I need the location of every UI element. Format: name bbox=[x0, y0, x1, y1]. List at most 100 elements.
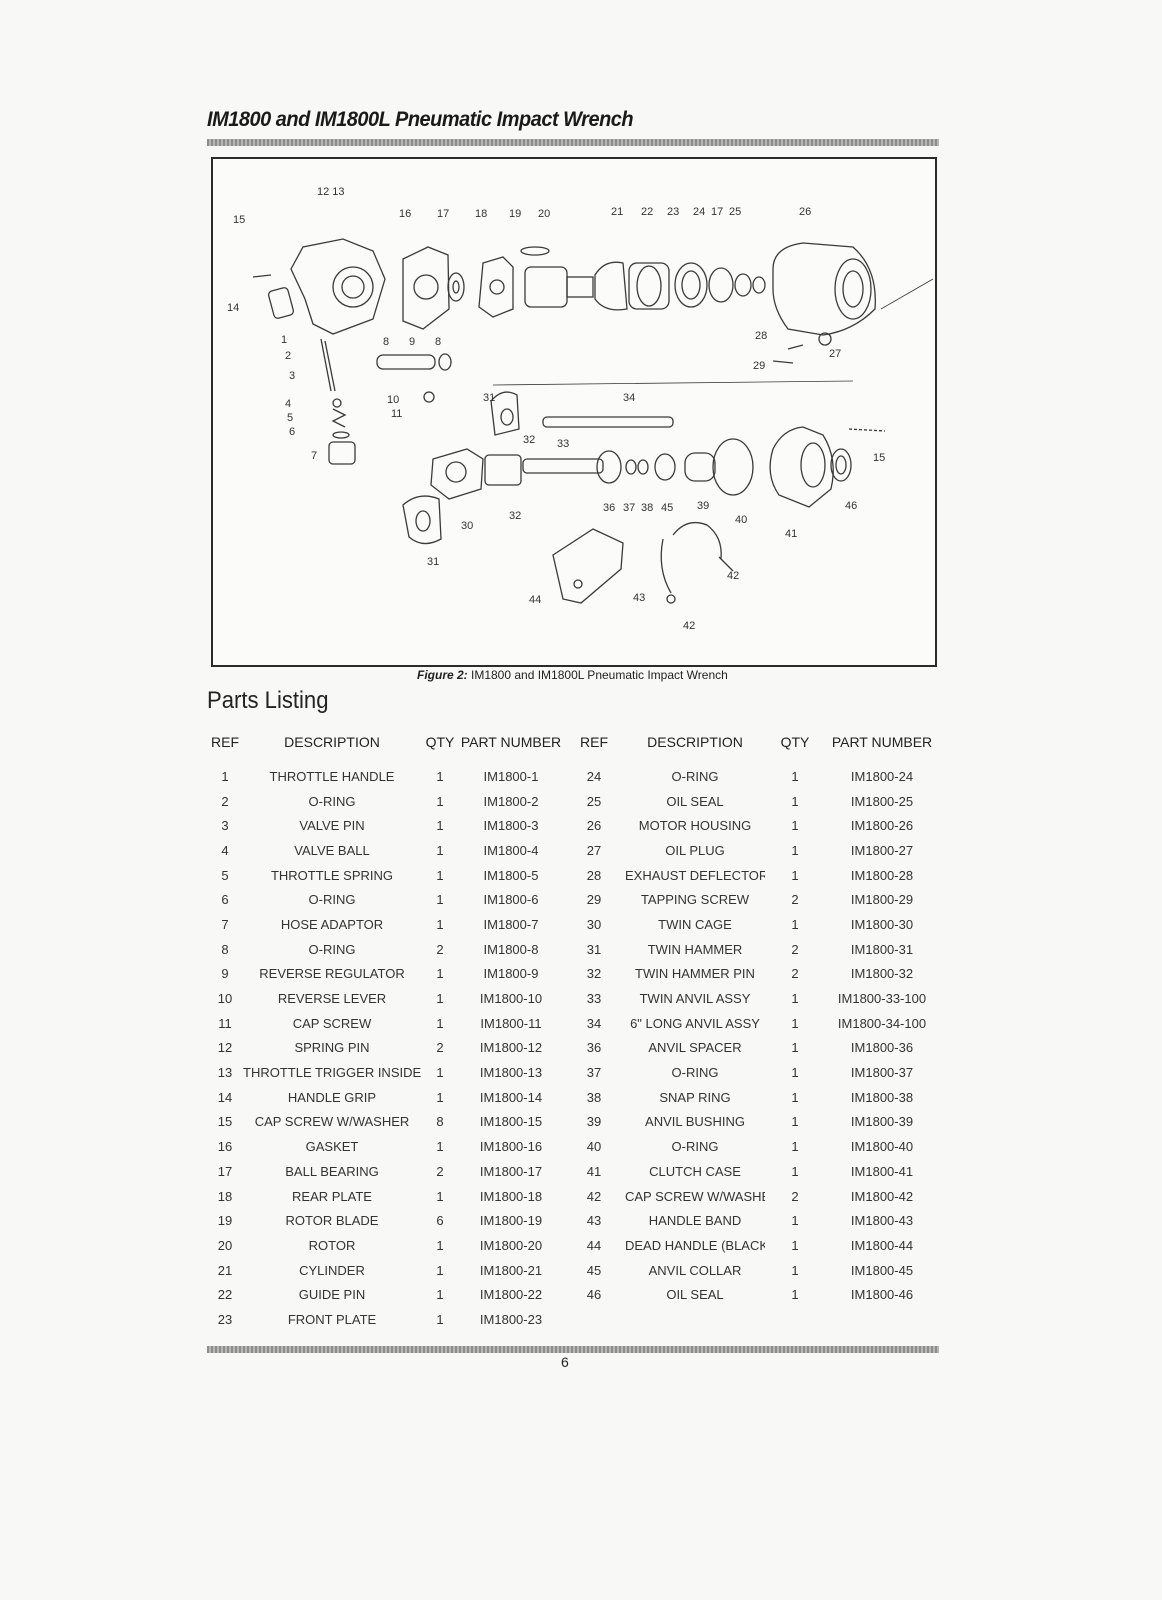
table-cell: IM1800-18 bbox=[479, 1188, 543, 1204]
table-cell: 33 bbox=[586, 991, 602, 1007]
table-cell: 31 bbox=[586, 941, 602, 957]
svg-text:2: 2 bbox=[285, 350, 291, 362]
svg-text:20: 20 bbox=[538, 208, 550, 220]
svg-text:29: 29 bbox=[753, 360, 765, 372]
table-cell: IM1800-37 bbox=[850, 1065, 914, 1081]
table-cell: 1 bbox=[436, 793, 444, 809]
anvil-bushing-part bbox=[684, 452, 716, 482]
table-cell: 17 bbox=[217, 1163, 233, 1179]
table-cell: 28 bbox=[586, 867, 602, 883]
table-cell: VALVE PIN bbox=[299, 818, 365, 834]
anvil-part bbox=[542, 416, 674, 428]
table-cell: CAP SCREW W/WASHER bbox=[625, 1188, 765, 1204]
table-cell: 1 bbox=[436, 991, 444, 1007]
column-header: PART NUMBER bbox=[460, 734, 562, 750]
svg-text:1: 1 bbox=[281, 334, 287, 346]
table-cell: IM1800-8 bbox=[483, 941, 539, 957]
svg-text:25: 25 bbox=[729, 206, 741, 218]
svg-text:46: 46 bbox=[845, 500, 857, 512]
table-cell: O-RING bbox=[308, 892, 356, 908]
svg-text:42: 42 bbox=[683, 620, 695, 632]
table-cell: 1 bbox=[436, 1015, 444, 1031]
table-cell: 21 bbox=[217, 1262, 233, 1278]
table-cell: 24 bbox=[586, 768, 602, 784]
throttle-handle-part bbox=[290, 238, 386, 335]
table-cell: 26 bbox=[586, 818, 602, 834]
svg-text:17: 17 bbox=[437, 208, 449, 220]
table-cell: 2 bbox=[436, 1040, 444, 1056]
table-cell: 40 bbox=[586, 1139, 602, 1155]
table-cell: 1 bbox=[791, 768, 799, 784]
svg-text:33: 33 bbox=[557, 438, 569, 450]
table-cell: 42 bbox=[586, 1188, 602, 1204]
svg-text:43: 43 bbox=[633, 592, 645, 604]
table-cell: 1 bbox=[436, 1237, 444, 1253]
table-cell: IM1800-32 bbox=[850, 966, 914, 982]
table-cell: IM1800-28 bbox=[850, 867, 914, 883]
cylinder-part bbox=[594, 261, 628, 311]
table-cell: 1 bbox=[436, 916, 444, 932]
table-cell: 37 bbox=[586, 1065, 602, 1081]
svg-text:5: 5 bbox=[287, 412, 293, 424]
table-cell: O-RING bbox=[671, 768, 719, 784]
table-cell: 1 bbox=[791, 1163, 799, 1179]
figure-caption: Figure 2: IM1800 and IM1800L Pneumatic I… bbox=[417, 668, 728, 682]
column-header: REF bbox=[580, 734, 608, 750]
table-cell: THROTTLE SPRING bbox=[270, 867, 394, 883]
table-cell: 10 bbox=[217, 991, 233, 1007]
table-cell: IM1800-43 bbox=[850, 1213, 914, 1229]
reverse-lever-part bbox=[423, 391, 435, 403]
svg-text:24: 24 bbox=[693, 206, 705, 218]
handle-grip-part bbox=[267, 287, 295, 319]
svg-text:27: 27 bbox=[829, 348, 841, 360]
rotor-blade-part bbox=[520, 246, 550, 256]
svg-text:3: 3 bbox=[289, 370, 295, 382]
table-cell: 1 bbox=[436, 1139, 444, 1155]
table-cell: TWIN CAGE bbox=[658, 916, 732, 932]
svg-text:10: 10 bbox=[387, 394, 399, 406]
table-cell: 15 bbox=[217, 1114, 233, 1130]
table-cell: 1 bbox=[436, 892, 444, 908]
front-plate-part bbox=[674, 262, 708, 308]
table-cell: IM1800-30 bbox=[850, 916, 914, 932]
table-cell: 1 bbox=[791, 1015, 799, 1031]
table-cell: IM1800-44 bbox=[850, 1237, 914, 1253]
o-ring-large-part bbox=[712, 438, 754, 496]
table-cell: IM1800-33-100 bbox=[837, 991, 927, 1007]
table-cell: 1 bbox=[436, 1188, 444, 1204]
svg-text:38: 38 bbox=[641, 502, 653, 514]
svg-text:32: 32 bbox=[509, 510, 521, 522]
table-cell: TWIN HAMMER bbox=[647, 941, 743, 957]
svg-text:7: 7 bbox=[311, 450, 317, 462]
table-cell: 1 bbox=[791, 1139, 799, 1155]
exhaust-deflector-part bbox=[787, 344, 804, 350]
o-ring-part bbox=[708, 267, 734, 303]
table-cell: IM1800-16 bbox=[479, 1139, 543, 1155]
svg-text:22: 22 bbox=[641, 206, 653, 218]
parts-listing-title: Parts Listing bbox=[207, 687, 329, 714]
table-cell: CLUTCH CASE bbox=[649, 1163, 741, 1179]
table-cell: ANVIL SPACER bbox=[648, 1040, 742, 1056]
footer-rule bbox=[207, 1346, 939, 1353]
table-cell: IM1800-31 bbox=[850, 941, 914, 957]
table-cell: OIL SEAL bbox=[666, 793, 724, 809]
table-cell: IM1800-10 bbox=[479, 991, 543, 1007]
table-cell: 1 bbox=[791, 842, 799, 858]
table-cell: 1 bbox=[791, 991, 799, 1007]
svg-text:30: 30 bbox=[461, 520, 473, 532]
table-cell: HANDLE BAND bbox=[648, 1213, 742, 1229]
table-cell: BALL BEARING bbox=[285, 1163, 379, 1179]
table-cell: 14 bbox=[217, 1089, 233, 1105]
svg-text:45: 45 bbox=[661, 502, 673, 514]
table-cell: 1 bbox=[791, 916, 799, 932]
reverse-regulator-part bbox=[376, 354, 436, 370]
